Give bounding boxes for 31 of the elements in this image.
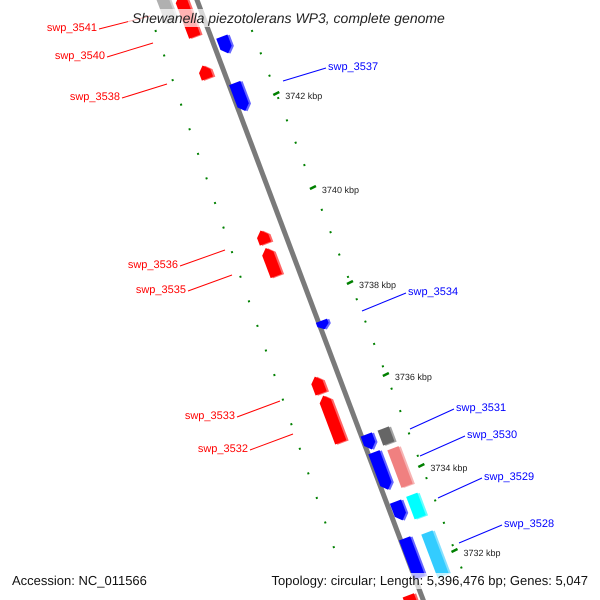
leader-line [362, 292, 406, 312]
position-label: 3740 kbp [322, 185, 359, 196]
leader-line [438, 478, 482, 498]
position-label: 3734 kbp [430, 463, 468, 474]
gene-label: swp_3537 [328, 61, 378, 74]
leader-line [410, 408, 454, 430]
leader-line [250, 434, 294, 450]
gene-label: swp_3540 [54, 50, 105, 63]
leader-line [420, 436, 466, 456]
gene-label: swp_3536 [128, 259, 178, 272]
gene-label: swp_3538 [70, 91, 120, 104]
gene-label: swp_3533 [184, 410, 235, 423]
gene-label: swp_3534 [408, 286, 458, 299]
gene-label: swp_3532 [198, 443, 248, 456]
position-label: 3736 kbp [394, 372, 432, 383]
position-label: 3742 kbp [285, 91, 322, 102]
leader-line [236, 400, 280, 418]
leader-line [180, 250, 226, 266]
gene-label: swp_3530 [467, 429, 518, 442]
gene-label: swp_3541 [46, 22, 97, 35]
leader-line [122, 84, 168, 98]
leader-line [458, 524, 502, 544]
leader-line [188, 274, 232, 292]
gene-label: swp_3535 [136, 284, 186, 297]
gene-label: swp_3528 [504, 518, 554, 531]
leader-line [282, 68, 326, 82]
leader-line [106, 42, 154, 58]
gene-label: swp_3531 [456, 402, 506, 415]
position-label: 3738 kbp [358, 280, 396, 291]
gene-label: swp_3529 [484, 471, 534, 484]
position-label: 3732 kbp [464, 548, 501, 559]
